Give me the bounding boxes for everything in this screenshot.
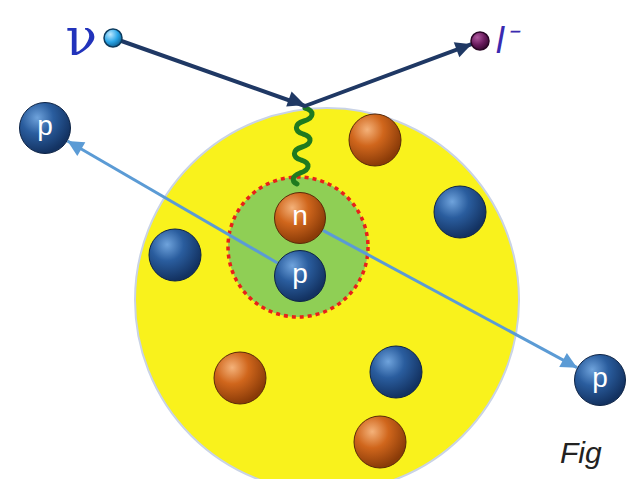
particle-dot-circle <box>104 29 122 47</box>
ball-circle <box>275 193 326 244</box>
knockout-arrow <box>323 230 577 367</box>
proton-ball <box>370 346 422 398</box>
particle-letter: n <box>292 202 308 230</box>
lepton-node: l⁻ <box>470 21 516 61</box>
figure-tag: Fig <box>560 436 602 470</box>
nucleus <box>135 108 519 479</box>
proton-ball: p <box>574 354 626 406</box>
neutron-ball: n <box>274 192 326 244</box>
neutron-ball <box>214 352 266 404</box>
lepton-line <box>121 41 471 106</box>
proton-ball: p <box>274 250 326 302</box>
particle-letter: p <box>292 260 308 288</box>
particle-letter: p <box>592 364 608 392</box>
particle-symbol: ν <box>65 9 97 66</box>
knockout-arrow <box>67 141 277 263</box>
proton-ball <box>149 229 201 281</box>
particle-dot <box>103 28 123 48</box>
boson-wiggle <box>293 108 312 184</box>
ball-circle <box>275 251 326 302</box>
neutron-ball <box>354 416 406 468</box>
particle-symbol: l⁻ <box>496 21 516 61</box>
particle-letter: p <box>37 112 53 140</box>
particle-dot <box>470 31 490 51</box>
neutrino-node: ν <box>65 9 123 66</box>
particle-dot-circle <box>471 32 489 50</box>
ball-circle <box>20 103 71 154</box>
proton-ball: p <box>19 102 71 154</box>
ball-circle <box>575 355 626 406</box>
neutron-ball <box>349 114 401 166</box>
proton-ball <box>434 186 486 238</box>
